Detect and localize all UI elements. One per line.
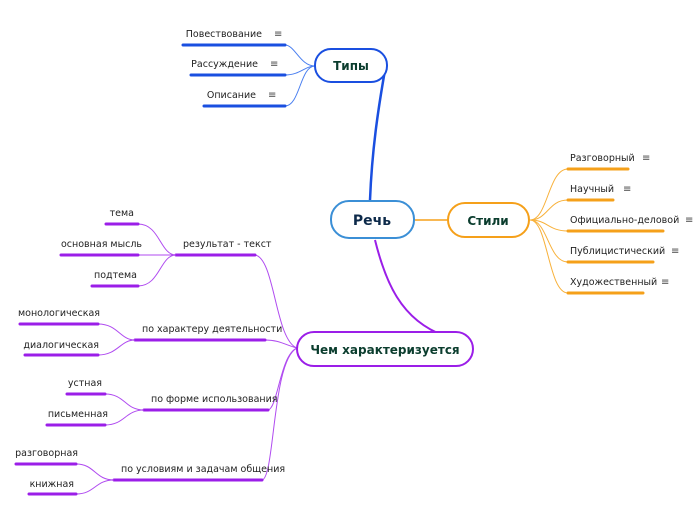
notes-icon[interactable]: ≡	[642, 153, 650, 164]
connector-char-group-4	[261, 347, 298, 481]
char-group-label[interactable]: результат - текст	[183, 239, 272, 250]
types-item-label: Описание	[207, 90, 256, 101]
char-leaf[interactable]: основная мысль	[61, 239, 142, 250]
styles-node-label: Стили	[467, 214, 508, 228]
char-leaf[interactable]: монологическая	[18, 308, 100, 319]
connector-styles-2	[529, 199, 569, 221]
notes-icon[interactable]: ≡	[274, 29, 282, 40]
types-item[interactable]: Рассуждение ≡	[191, 59, 278, 70]
connector-leaf-3-1	[104, 393, 145, 411]
connector-styles-1	[529, 168, 569, 221]
connector-types-1	[284, 44, 316, 67]
char-group-label[interactable]: по форме использования	[151, 394, 278, 405]
styles-node[interactable]: Стили	[447, 202, 530, 238]
root-node[interactable]: Речь	[330, 200, 415, 239]
characterized-node[interactable]: Чем характеризуется	[296, 331, 474, 367]
styles-item-label: Публицистический	[570, 246, 665, 257]
char-leaf[interactable]: диалогическая	[23, 340, 99, 351]
notes-icon[interactable]: ≡	[270, 59, 278, 70]
types-item-label: Повествование	[186, 29, 262, 40]
char-leaf[interactable]: тема	[110, 208, 134, 219]
characterized-node-label: Чем характеризуется	[310, 343, 459, 357]
connector-leaf-3-2	[104, 409, 145, 426]
connector-leaf-1-3	[137, 254, 177, 287]
connector-root-characterized	[374, 239, 446, 337]
styles-item[interactable]: Публицистический ≡	[570, 246, 679, 257]
notes-icon[interactable]: ≡	[685, 215, 693, 226]
char-leaf[interactable]: книжная	[30, 479, 74, 490]
styles-item-label: Научный	[570, 184, 614, 195]
connector-leaf-2-2	[97, 339, 136, 356]
styles-item-label: Официально-деловой	[570, 215, 679, 226]
notes-icon[interactable]: ≡	[623, 184, 631, 195]
connector-leaf-2-1	[97, 323, 136, 341]
notes-icon[interactable]: ≡	[661, 277, 669, 288]
char-leaf[interactable]: подтема	[94, 270, 137, 281]
connector-root-types	[368, 69, 387, 201]
connector-char-group-1	[254, 254, 298, 349]
connector-char-group-2	[264, 339, 298, 349]
styles-item-label: Художественный	[570, 277, 657, 288]
connector-leaf-4-1	[75, 463, 115, 481]
types-item[interactable]: Повествование ≡	[186, 29, 283, 40]
root-node-label: Речь	[353, 213, 391, 229]
connector-leaf-4-2	[75, 479, 115, 495]
styles-item-label: Разговорный	[570, 153, 635, 164]
styles-item[interactable]: Научный ≡	[570, 184, 631, 195]
styles-item[interactable]: Официально-деловой ≡	[570, 215, 693, 226]
char-group-label[interactable]: по условиям и задачам общения	[121, 464, 285, 475]
char-leaf[interactable]: письменная	[48, 409, 108, 420]
char-group-label[interactable]: по характеру деятельности	[142, 324, 282, 335]
connector-leaf-1-1	[137, 223, 177, 256]
styles-item[interactable]: Художественный ≡	[570, 277, 669, 288]
styles-item[interactable]: Разговорный ≡	[570, 153, 650, 164]
notes-icon[interactable]: ≡	[671, 246, 679, 257]
connector-types-3	[284, 65, 316, 107]
types-node-label: Типы	[333, 59, 369, 73]
char-leaf[interactable]: устная	[68, 378, 102, 389]
types-item[interactable]: Описание ≡	[207, 90, 277, 101]
char-leaf[interactable]: разговорная	[15, 448, 78, 459]
connector-styles-5	[529, 219, 569, 294]
types-node[interactable]: Типы	[314, 48, 388, 83]
types-item-label: Рассуждение	[191, 59, 258, 70]
notes-icon[interactable]: ≡	[268, 90, 276, 101]
